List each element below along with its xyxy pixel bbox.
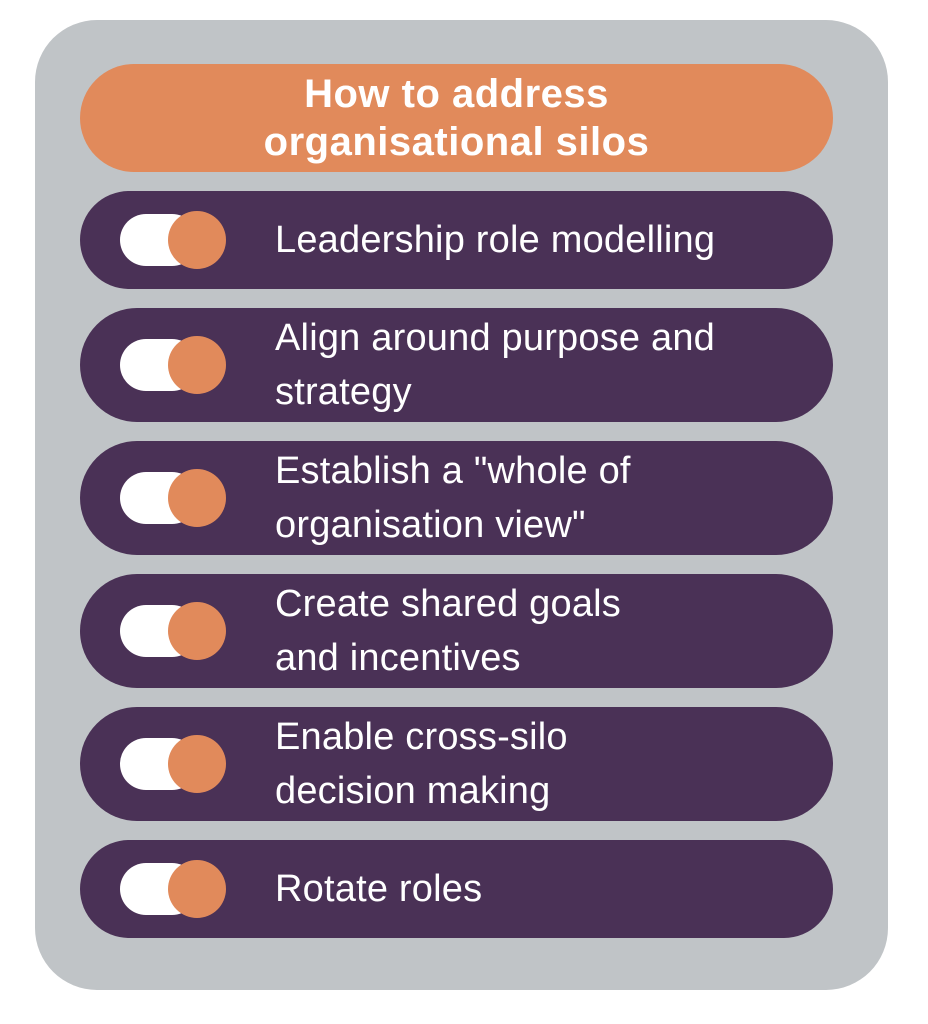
list-item: Enable cross-silo decision making — [80, 707, 833, 821]
toggle-switch[interactable] — [120, 602, 226, 660]
toggle-knob-icon — [168, 336, 226, 394]
list-item-label: Rotate roles — [275, 868, 483, 910]
toggle-switch[interactable] — [120, 735, 226, 793]
list-item: Leadership role modelling — [80, 191, 833, 289]
toggle-switch[interactable] — [120, 211, 226, 269]
silos-panel: How to address organisational silos Lead… — [35, 20, 888, 990]
page-title: How to address organisational silos — [263, 72, 650, 164]
list-item: Establish a "whole of organisation view" — [80, 441, 833, 555]
toggle-knob-icon — [168, 735, 226, 793]
list-item-label: Establish a "whole of organisation view" — [275, 450, 631, 546]
toggle-knob-icon — [168, 602, 226, 660]
header-pill: How to address organisational silos — [80, 64, 833, 172]
toggle-knob-icon — [168, 211, 226, 269]
toggle-knob-icon — [168, 469, 226, 527]
toggle-switch[interactable] — [120, 336, 226, 394]
list-item-label: Create shared goals and incentives — [275, 583, 622, 679]
list-item-label: Align around purpose and strategy — [275, 317, 716, 413]
list-item: Rotate roles — [80, 840, 833, 938]
list-item-label: Leadership role modelling — [275, 219, 716, 261]
list-item-label: Enable cross-silo decision making — [275, 716, 568, 812]
toggle-knob-icon — [168, 860, 226, 918]
list-item: Align around purpose and strategy — [80, 308, 833, 422]
toggle-switch[interactable] — [120, 469, 226, 527]
toggle-switch[interactable] — [120, 860, 226, 918]
list-item: Create shared goals and incentives — [80, 574, 833, 688]
